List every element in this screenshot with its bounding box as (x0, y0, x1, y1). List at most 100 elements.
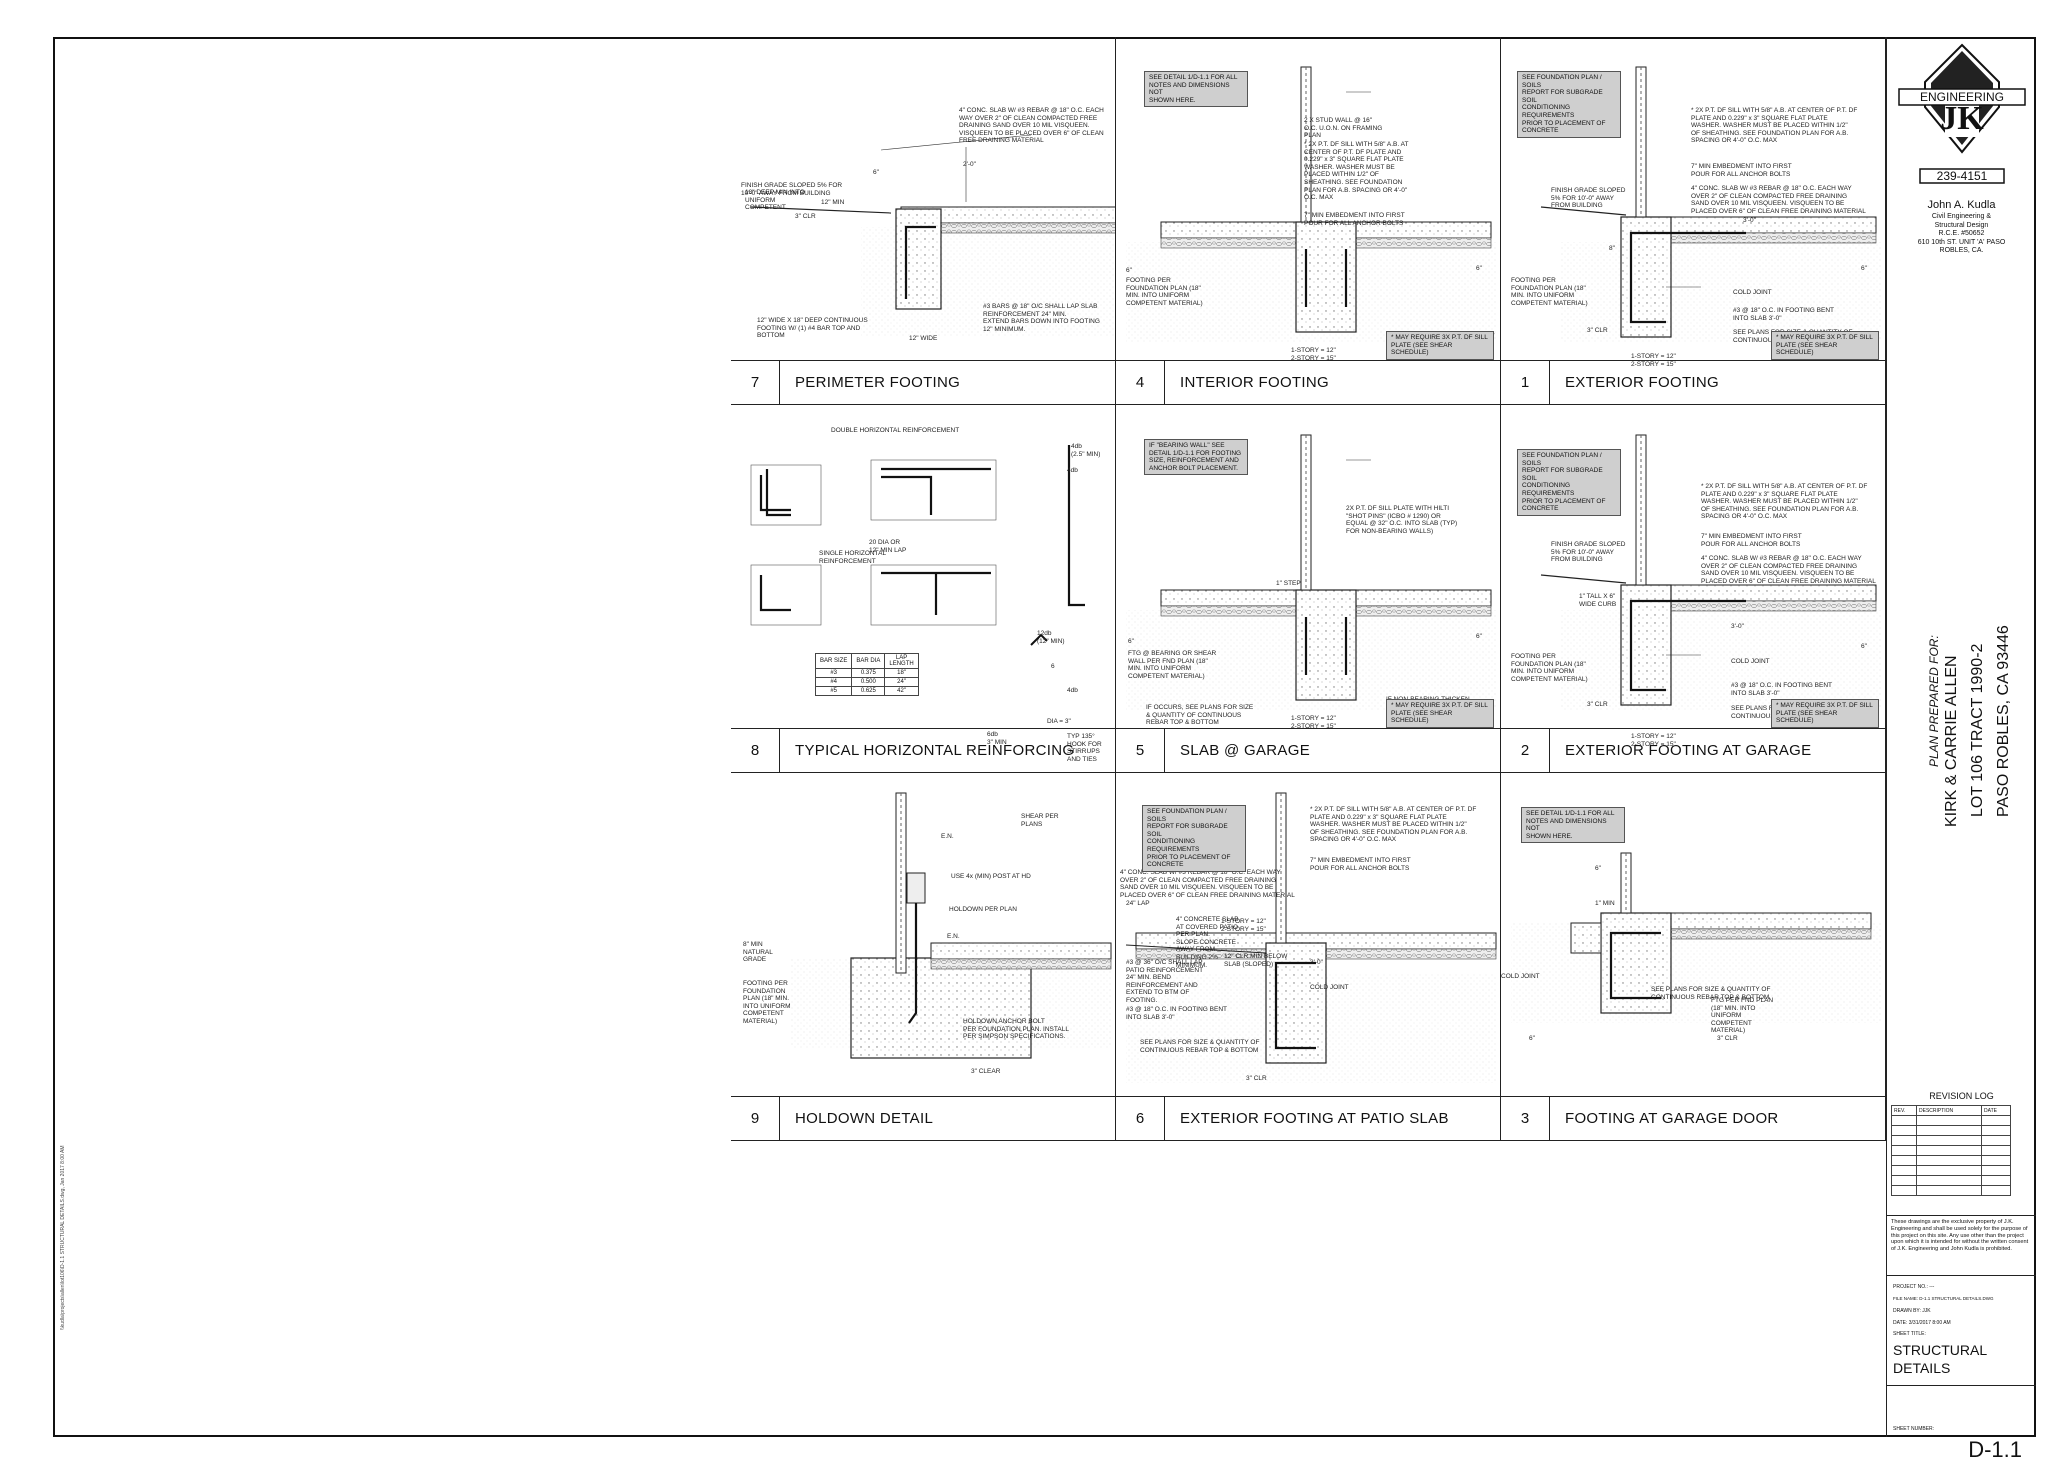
finish-grade (1540, 206, 1627, 216)
slab (1640, 912, 1872, 930)
engineer-details: Civil Engineering & Structural Design R.… (1917, 213, 2006, 254)
finish-grade (1540, 574, 1627, 584)
project-number: PROJECT NO.: --- (1893, 1284, 1935, 1290)
detail-note: SEE PLANS FOR SIZE & QUANTITY OF CONTINU… (1651, 986, 1771, 1001)
rebar (1067, 445, 1085, 607)
detail-note: HOLDOWN PER PLAN (949, 906, 1017, 913)
detail-note: FINISH GRADE SLOPED 5% FOR 10'-0" AWAY F… (1551, 187, 1626, 210)
sheet-number-label: SHEET NUMBER: (1893, 1426, 1935, 1432)
footing (1600, 912, 1672, 1014)
callout-box: SEE DETAIL 1/D-1.1 FOR ALL NOTES AND DIM… (1521, 807, 1625, 844)
stud-wall (1300, 434, 1312, 591)
detail-note: 12" WIDE (909, 335, 938, 342)
rebar (904, 225, 936, 299)
detail-note: 1-STORY = 12" 2-STORY = 15" (1631, 353, 1676, 368)
detail-drawing (1125, 792, 1497, 1083)
sill-plate-callout: * MAY REQUIRE 3X P.T. DF SILL PLATE (SEE… (1386, 699, 1494, 728)
bar-table-cell: 24" (884, 677, 919, 687)
tee-outline-single (870, 564, 997, 626)
gravel-base (1640, 928, 1872, 940)
detail-note: 6" (1128, 638, 1134, 645)
slab (930, 942, 1112, 960)
detail-note: FINISH GRADE SLOPED 5% FOR 10'-0" AWAY F… (741, 182, 843, 197)
detail-title: SLAB @ GARAGE (1180, 742, 1311, 759)
detail-number: 9 (731, 1097, 780, 1140)
detail-note: #3 @ 18" O.C. IN FOOTING BENT INTO SLAB … (1731, 682, 1833, 697)
detail-note: 4" CONC. SLAB W/ #3 REBAR @ 18" O.C. EAC… (1120, 869, 1295, 899)
detail-note: 7" MIN EMBEDMENT INTO FIRST POUR FOR ALL… (1691, 163, 1792, 178)
detail-5-slab-garage: 2X P.T. DF SILL PLATE WITH HILTI "SHOT P… (1116, 405, 1501, 773)
detail-note: FOOTING PER FOUNDATION PLAN (18" MIN. IN… (1126, 277, 1203, 307)
detail-note: 1" STEP (1276, 580, 1301, 587)
detail-note: FOOTING PER FOUNDATION PLAN (18" MIN. IN… (743, 980, 791, 1025)
slab (1640, 584, 1877, 602)
bar-table-cell: 0.375 (851, 668, 886, 678)
detail-title: INTERIOR FOOTING (1180, 374, 1329, 391)
detail-note: 3" CLR (1246, 1075, 1267, 1082)
plan-prepared-for-label: PLAN PREPARED FOR: (1927, 635, 1941, 767)
detail-1-exterior-footing: * 2X P.T. DF SILL WITH 5/8" A.B. AT CENT… (1501, 37, 1886, 405)
bar-table-cell: #3 (814, 668, 853, 678)
detail-note: COLD JOINT (1310, 984, 1349, 991)
detail-note: * 2X P.T. DF SILL WITH 5/8" A.B. AT CENT… (1310, 806, 1477, 844)
rev-header-description: DESCRIPTION (1916, 1105, 1982, 1116)
city-address: PASO ROBLES, CA 93446 (1995, 625, 2012, 817)
corner-outline-single (750, 564, 822, 626)
detail-title: PERIMETER FOOTING (795, 374, 961, 391)
detail-number: 6 (1116, 1097, 1165, 1140)
soil-hatch (1561, 610, 1881, 710)
rebar (765, 469, 791, 517)
callout-box: SEE FOUNDATION PLAN / SOILS REPORT FOR S… (1142, 805, 1246, 872)
footing (1620, 584, 1672, 706)
detail-note: 4db (1067, 687, 1078, 694)
detail-note: 6" (1529, 1035, 1535, 1042)
detail-note: FTG PER FND PLAN (18" MIN. INTO UNIFORM … (1711, 997, 1774, 1035)
detail-6-exterior-footing-at-patio-slab: * 2X P.T. DF SILL WITH 5/8" A.B. AT CENT… (1116, 773, 1501, 1141)
footing (895, 208, 942, 310)
detail-note: E.N. (941, 833, 954, 840)
detail-note: SEE PLANS FOR SIZE & QUANTITY OF CONTINU… (1140, 1039, 1260, 1054)
detail-note: 12db (12" MIN) (1037, 630, 1065, 645)
detail-drawing (750, 134, 1115, 337)
file-path-margin: \\kudla\projects\allen\lot106\D-1.1 STRU… (60, 1145, 66, 1330)
rev-header-rev: REV. (1891, 1105, 1917, 1116)
detail-drawing (1126, 66, 1496, 342)
detail-note: 6" (1126, 267, 1132, 274)
detail-note: 2'-0" (963, 161, 976, 168)
sill-plate-callout: * MAY REQUIRE 3X P.T. DF SILL PLATE (SEE… (1771, 331, 1879, 360)
plot-date: DATE: 3/31/2017 8:00 AM (1893, 1320, 1951, 1326)
finish-grade (750, 206, 892, 214)
sill-plate-callout: * MAY REQUIRE 3X P.T. DF SILL PLATE (SEE… (1386, 331, 1494, 360)
drawn-by: DRAWN BY: JJK (1893, 1308, 1931, 1314)
rebar (759, 575, 791, 612)
detail-note: 1-STORY = 12" 2-STORY = 15" (1631, 733, 1676, 748)
file-name: FILE NAME: D-1.1 STRUCTURAL DETAILS.DWG (1893, 1296, 1994, 1301)
detail-note: 4db (1067, 467, 1078, 474)
detail-note: 7" MIN EMBEDMENT INTO FIRST POUR FOR ALL… (1310, 857, 1411, 872)
detail-number: 3 (1501, 1097, 1550, 1140)
detail-note: 3" CLEAR (971, 1068, 1001, 1075)
detail-note: * 2X P.T. DF SILL WITH 5/8" A.B. AT CENT… (1701, 483, 1868, 521)
detail-number: 2 (1501, 729, 1550, 772)
detail-drawing (1540, 66, 1881, 342)
detail-number: 8 (731, 729, 780, 772)
detail-note: 3'-0" (1743, 217, 1756, 224)
detail-note: E.N. (947, 933, 960, 940)
footing (1620, 216, 1672, 338)
detail-note: 4db (2.5" MIN) (1071, 443, 1101, 458)
detail-note: 2X P.T. DF SILL PLATE WITH HILTI "SHOT P… (1346, 505, 1458, 535)
detail-note: TYP 135° HOOK FOR STIRRUPS AND TIES (1067, 733, 1102, 763)
rev-header-date: DATE (1981, 1105, 2011, 1116)
detail-drawing (1126, 434, 1496, 710)
detail-title: EXTERIOR FOOTING (1565, 374, 1719, 391)
detail-7-perimeter-footing: 4" CONC. SLAB W/ #3 REBAR @ 18" O.C. EAC… (731, 37, 1116, 405)
sheet-title: STRUCTURAL DETAILS (1893, 1342, 1988, 1376)
detail-note: 4" CONC. SLAB W/ #3 REBAR @ 18" O.C. EAC… (1691, 185, 1866, 215)
detail-title-bar: 1 EXTERIOR FOOTING (1501, 360, 1885, 404)
detail-note: DIA = 3" (1047, 718, 1071, 725)
detail-drawing (791, 792, 1112, 1059)
detail-number: 1 (1501, 361, 1550, 404)
